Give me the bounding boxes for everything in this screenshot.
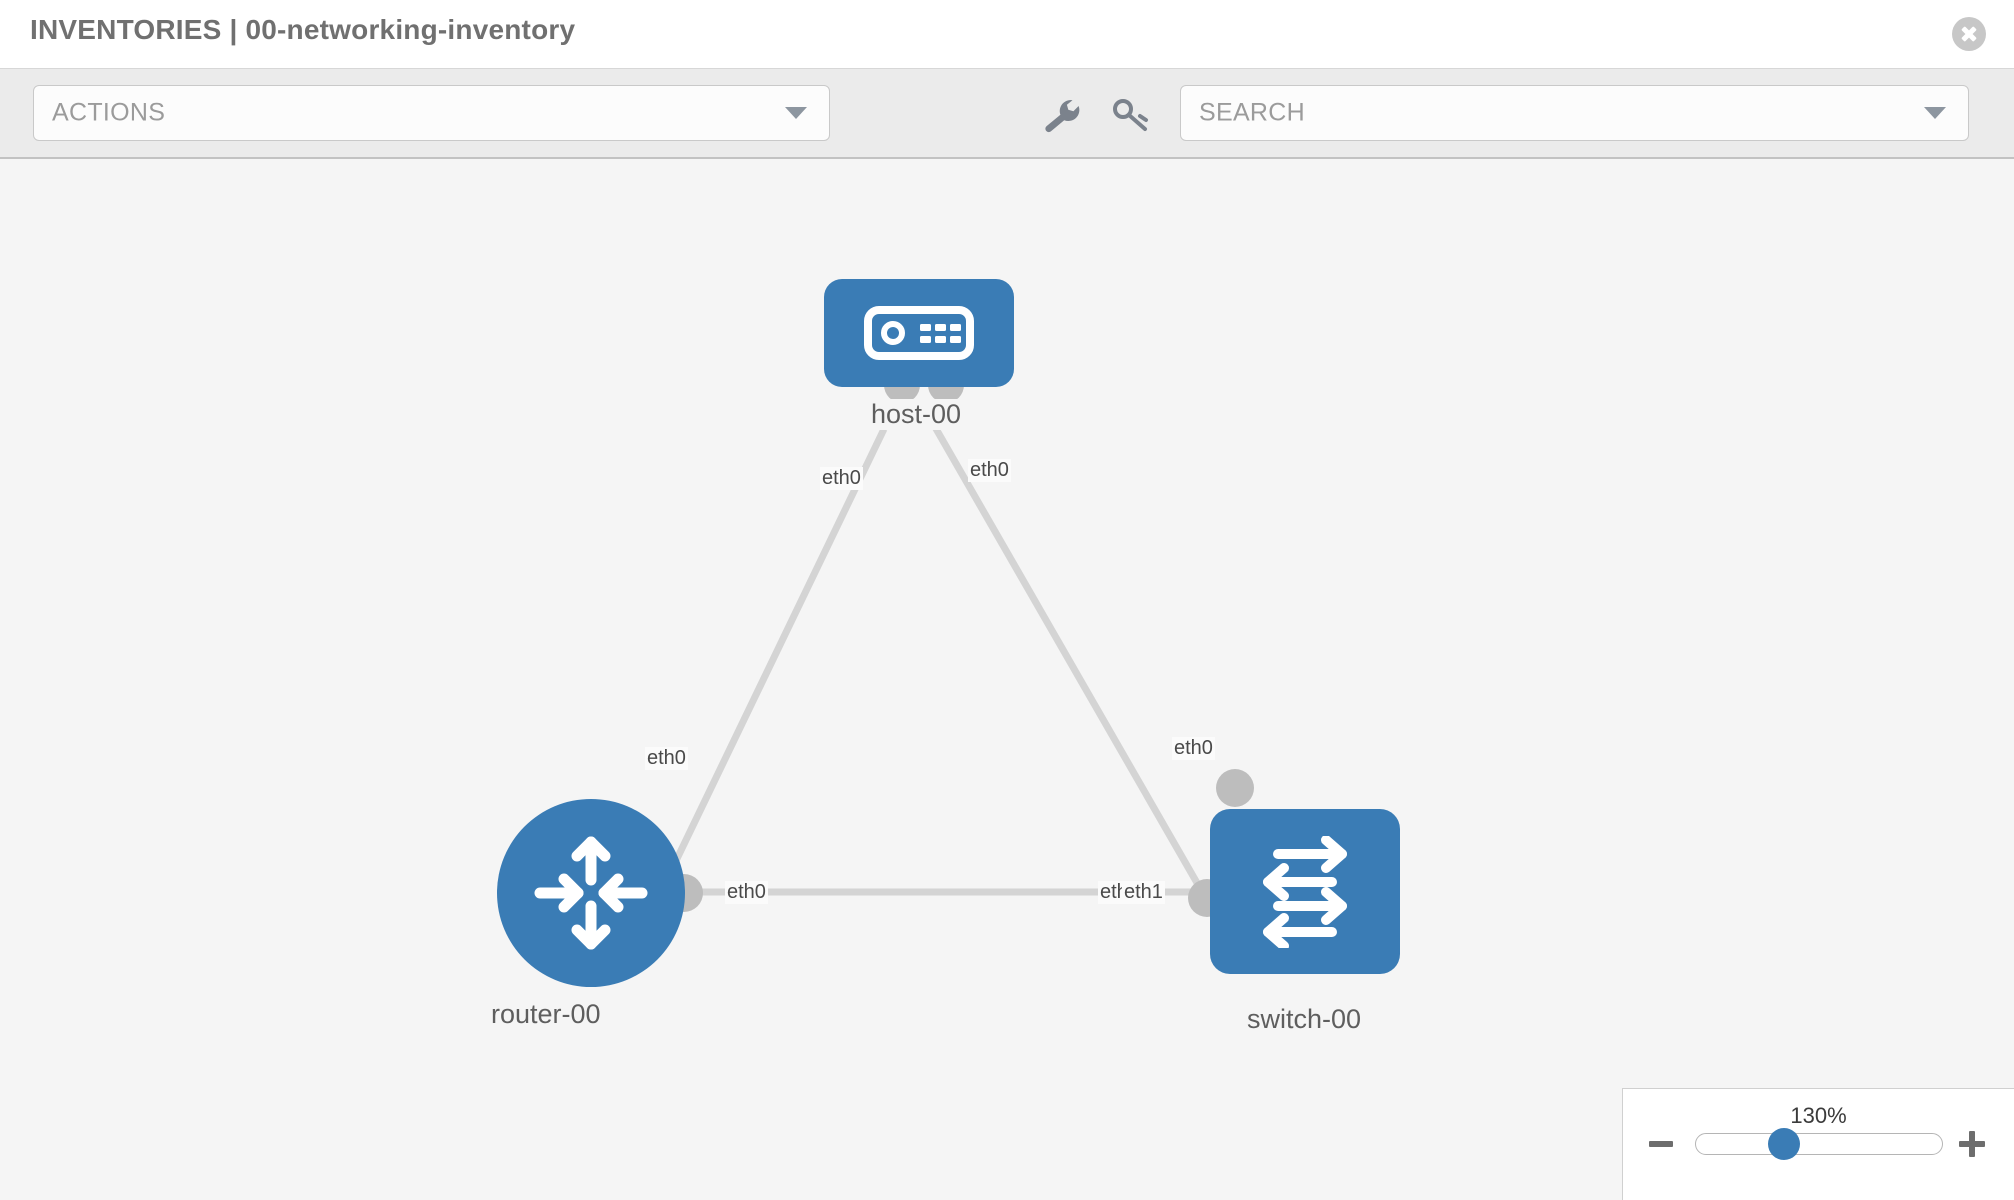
search-placeholder: SEARCH [1199, 98, 1305, 127]
zoom-slider-handle[interactable] [1768, 1128, 1800, 1160]
toolbar: ACTIONS SEARCH [0, 69, 2014, 159]
key-icon[interactable] [1110, 96, 1152, 134]
zoom-out-button[interactable] [1649, 1141, 1673, 1147]
host-node-shape[interactable] [824, 279, 1014, 387]
edge-label-router-right: eth0 [725, 881, 768, 904]
node-label-switch-00: switch-00 [1245, 1004, 1364, 1035]
zoom-slider-track[interactable] [1695, 1133, 1943, 1155]
edge-label-host-right: eth0 [968, 459, 1011, 482]
switch-node-shape[interactable] [1210, 809, 1400, 974]
edge-label-host-left: eth0 [820, 467, 863, 490]
link-host-switch [931, 425, 1239, 951]
switch-icon [1263, 835, 1347, 948]
switch-port-top-knob[interactable] [1216, 769, 1254, 807]
chevron-down-icon [1924, 107, 1946, 119]
page-header: INVENTORIES | 00-networking-inventory [0, 0, 2014, 69]
search-input[interactable]: SEARCH [1180, 85, 1969, 141]
topology-canvas[interactable]: host-00 eth0 eth0 [0, 159, 2014, 1200]
zoom-control-panel: 130% [1622, 1088, 2014, 1200]
chevron-down-icon [785, 107, 807, 119]
wrench-icon-svg [1045, 100, 1080, 133]
actions-dropdown-label: ACTIONS [52, 98, 166, 127]
node-label-host-00: host-00 [869, 399, 964, 430]
zoom-in-stroke-v [1969, 1131, 1975, 1157]
edge-label-switch-top: eth0 [1172, 737, 1215, 760]
zoom-level-label: 130% [1790, 1103, 1847, 1128]
wrench-icon[interactable] [1041, 96, 1083, 134]
router-icon [534, 836, 648, 950]
edge-label-router-top: eth0 [645, 747, 688, 770]
edge-label-switch-left: eth1 [1122, 881, 1165, 904]
zoom-in-button[interactable] [1959, 1131, 1985, 1157]
server-icon [864, 306, 974, 360]
actions-dropdown[interactable]: ACTIONS [33, 85, 830, 141]
close-icon[interactable] [1952, 17, 1986, 51]
link-router-host [656, 427, 888, 896]
key-icon-svg [1113, 99, 1148, 131]
router-node-shape[interactable] [497, 799, 685, 987]
node-label-router-00: router-00 [489, 999, 603, 1030]
page-title: INVENTORIES | 00-networking-inventory [30, 14, 576, 45]
